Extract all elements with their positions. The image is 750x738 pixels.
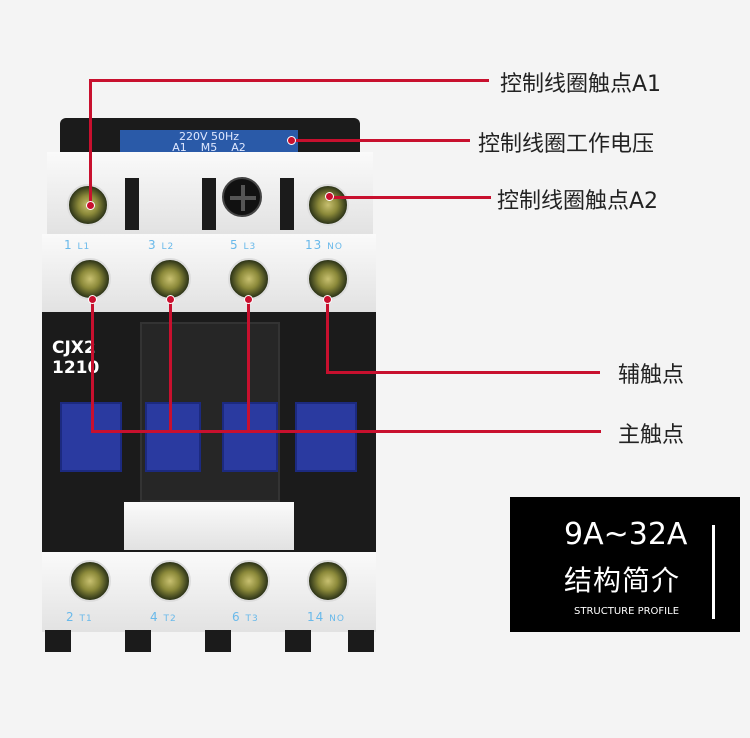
divider bbox=[202, 178, 216, 230]
leader-line bbox=[293, 139, 470, 142]
foot bbox=[45, 630, 71, 652]
callout-coil-a1: 控制线圈触点A1 bbox=[500, 72, 662, 97]
callout-coil-voltage: 控制线圈工作电压 bbox=[478, 132, 655, 157]
leader-line bbox=[89, 79, 489, 82]
leader-line bbox=[91, 300, 94, 432]
leader-line bbox=[89, 80, 92, 206]
terminal-label: 14 NO bbox=[307, 610, 345, 624]
contact-indicator bbox=[145, 402, 201, 472]
terminal-screw-a2 bbox=[307, 184, 349, 226]
terminal-label: 6 T3 bbox=[232, 610, 259, 624]
terminal-label: 4 T2 bbox=[150, 610, 177, 624]
info-box: 9A~32A 结构简介 STRUCTURE PROFILE bbox=[510, 497, 740, 632]
terminal-screw bbox=[69, 258, 111, 300]
leader-dot bbox=[166, 295, 175, 304]
leader-line bbox=[169, 300, 172, 432]
leader-dot bbox=[88, 295, 97, 304]
voltage-label: 220V 50Hz A1 M5 A2 bbox=[120, 130, 298, 154]
leader-line bbox=[91, 430, 601, 433]
terminal-screw bbox=[149, 560, 191, 602]
terminal-label: 1 L1 bbox=[64, 238, 91, 252]
coil-screw bbox=[222, 177, 262, 217]
terminal-screw bbox=[228, 258, 270, 300]
range-text: 9A~32A bbox=[564, 517, 688, 552]
terminal-screw bbox=[149, 258, 191, 300]
callout-coil-a2: 控制线圈触点A2 bbox=[497, 189, 659, 214]
callout-aux-contact: 辅触点 bbox=[618, 363, 685, 388]
terminal-label: 2 T1 bbox=[66, 610, 93, 624]
contact-indicator bbox=[222, 402, 278, 472]
leader-line bbox=[326, 371, 600, 374]
foot bbox=[348, 630, 374, 652]
callout-main-contact: 主触点 bbox=[618, 423, 685, 448]
foot bbox=[205, 630, 231, 652]
terminal-screw bbox=[307, 258, 349, 300]
divider bbox=[280, 178, 294, 230]
subtitle-text: STRUCTURE PROFILE bbox=[574, 606, 680, 617]
leader-dot bbox=[287, 136, 296, 145]
title-text: 结构简介 bbox=[564, 564, 681, 597]
leader-dot bbox=[325, 192, 334, 201]
leader-line bbox=[247, 300, 250, 432]
terminal-label: 13 NO bbox=[305, 238, 343, 252]
foot bbox=[125, 630, 151, 652]
slider-tab bbox=[124, 502, 294, 550]
foot bbox=[285, 630, 311, 652]
divider-bar bbox=[712, 525, 715, 619]
terminal-label: 3 L2 bbox=[148, 238, 175, 252]
terminal-screw bbox=[69, 560, 111, 602]
leader-dot bbox=[323, 295, 332, 304]
leader-dot bbox=[244, 295, 253, 304]
terminal-screw bbox=[228, 560, 270, 602]
contact-indicator bbox=[295, 402, 357, 472]
terminal-label: 5 L3 bbox=[230, 238, 257, 252]
leader-line bbox=[331, 196, 491, 199]
terminal-screw bbox=[307, 560, 349, 602]
divider bbox=[125, 178, 139, 230]
model-text: CJX2 1210 bbox=[52, 338, 100, 378]
leader-line bbox=[326, 300, 329, 373]
leader-dot bbox=[86, 201, 95, 210]
